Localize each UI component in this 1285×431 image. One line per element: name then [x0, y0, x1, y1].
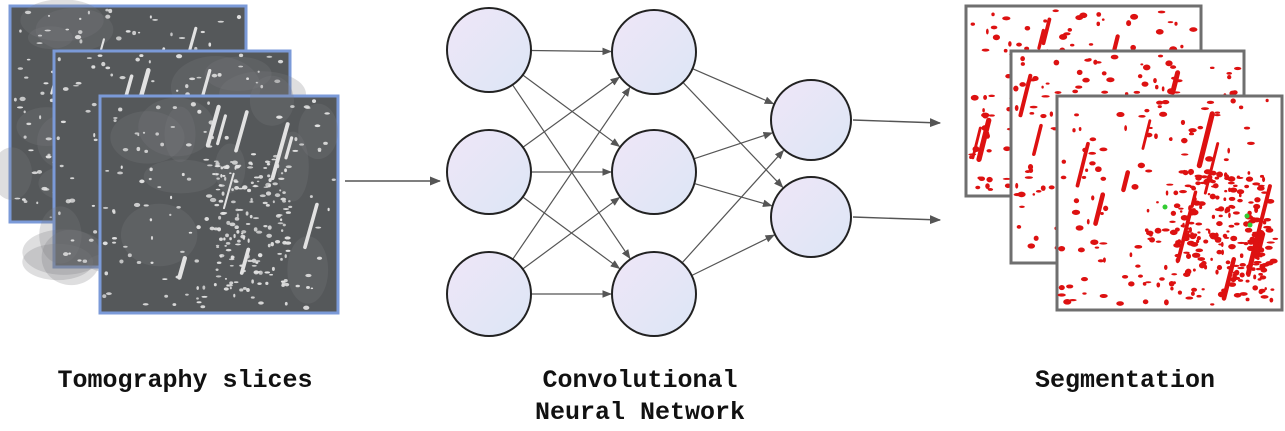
network-edge — [522, 196, 621, 270]
network-connections — [512, 47, 785, 298]
network-edge — [522, 74, 621, 148]
output-arrows — [852, 118, 942, 225]
network-node — [611, 9, 697, 95]
network-edge — [693, 131, 773, 160]
output-arrow — [852, 118, 942, 128]
network-edge — [681, 149, 785, 264]
cnn-label: Convolutional Neural Network — [470, 365, 810, 429]
network-node — [446, 7, 532, 93]
network-node — [770, 176, 852, 258]
network-node — [446, 251, 532, 337]
tomography-slices-label: Tomography slices — [57, 366, 313, 395]
network-edge — [512, 86, 631, 260]
tomography-slice — [98, 75, 340, 315]
network-edge — [530, 47, 612, 56]
segmentation-slice — [1055, 94, 1284, 312]
segmentation-stack — [964, 4, 1284, 312]
output-arrow — [852, 215, 942, 225]
network-node — [770, 79, 852, 161]
network-edge — [522, 76, 621, 148]
network-node — [446, 129, 532, 215]
cnn-label-line1: Convolutional — [542, 366, 738, 395]
tomography-slice-stack — [0, 0, 340, 315]
network-node — [611, 129, 697, 215]
segmentation-label: Segmentation — [1034, 366, 1216, 395]
network-edge — [691, 234, 776, 277]
network-edge — [692, 68, 775, 105]
network-edge — [694, 182, 773, 208]
network-node — [611, 251, 697, 337]
neural-network — [446, 7, 852, 337]
cnn-label-line2: Neural Network — [534, 398, 746, 427]
